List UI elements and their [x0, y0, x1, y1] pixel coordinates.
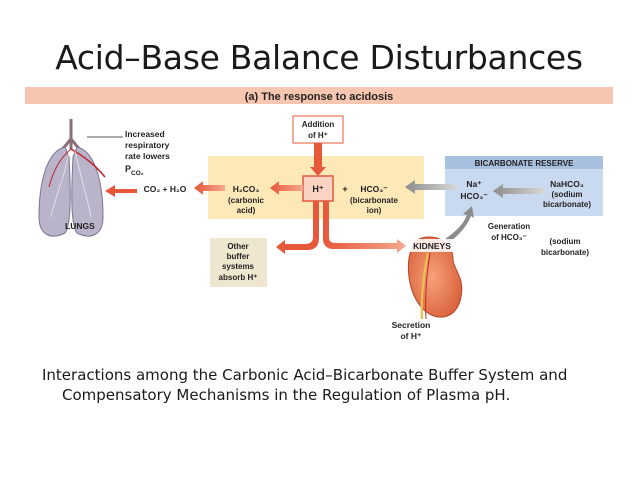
bicarbonate-reserve-title: BICARBONATE RESERVE	[475, 159, 574, 168]
lungs-label: LUNGS	[65, 221, 95, 231]
nahco3-sodium: (sodium	[551, 190, 582, 199]
other-buffers-2: buffer	[227, 252, 250, 261]
lungs-icon	[38, 119, 106, 237]
nahco3-label: NaHCO₃	[550, 179, 584, 189]
h-to-kidneys-arrow	[323, 201, 406, 253]
caption-line1: Interactions among the Carbonic Acid–Bic…	[42, 366, 568, 384]
slide-title: Acid–Base Balance Disturbances	[55, 38, 583, 77]
co2-h2o-label: CO₂ + H₂O	[144, 184, 187, 194]
other-buffers-3: systems	[222, 262, 255, 271]
reserve-to-hco3-arrow	[405, 180, 457, 194]
pco2-p: P	[125, 164, 131, 174]
lungs-note-2: respiratory	[125, 140, 170, 150]
addition-line2: of H⁺	[308, 131, 328, 140]
panel-title: (a) The response to acidosis	[245, 91, 394, 103]
generation-line2: of HCO₃⁻	[491, 233, 526, 242]
lungs-note-3: rate lowers	[125, 151, 170, 161]
other-buffers-1: Other	[227, 242, 248, 251]
kidneys-to-reserve-arrow	[445, 206, 474, 243]
generation-line1: Generation	[488, 222, 530, 231]
secretion-line1: Secretion	[392, 320, 431, 330]
h2co3-line1: H₂CO₃	[233, 184, 260, 194]
bicarbonate-reserve-header	[445, 156, 603, 169]
addition-line1: Addition	[302, 120, 335, 129]
kidneys-label: KIDNEYS	[413, 241, 451, 251]
sodium-bicarb-2: bicarbonate)	[541, 248, 589, 257]
h2co3-to-co2-arrow	[194, 181, 225, 195]
other-buffers-box	[210, 238, 267, 287]
h2co3-line3: acid)	[237, 206, 256, 215]
addition-arrow	[310, 143, 326, 176]
slide-caption: Interactions among the Carbonic Acid–Bic…	[42, 365, 602, 405]
co2-to-lungs-arrow	[105, 185, 137, 197]
lungs-note-1: Increased	[125, 129, 165, 139]
hco3-line3: ion)	[367, 206, 382, 215]
acidosis-diagram: (a) The response to acidosis BICARBONATE…	[25, 87, 613, 343]
pco2-sub: CO₂	[131, 170, 144, 177]
sodium-bicarb-1: (sodium	[549, 237, 580, 246]
plus-sign: +	[342, 184, 347, 194]
kidneys-label-bg	[408, 239, 456, 252]
h-plus-label: H⁺	[312, 184, 323, 194]
reserve-gray-arrow	[493, 184, 545, 198]
secretion-line2: of H⁺	[400, 331, 422, 341]
hco3-line2: (bicarbonate	[350, 196, 399, 205]
hco3-line1: HCO₃⁻	[360, 184, 388, 194]
bicarbonate-reserve-box	[445, 156, 603, 216]
kidney-icon	[407, 236, 463, 320]
h-to-h2co3-arrow	[270, 181, 303, 195]
panel-header-band	[25, 87, 613, 104]
other-buffers-4: absorb H⁺	[219, 273, 258, 282]
reserve-hco3-label: HCO₃⁻	[460, 191, 488, 201]
lungs-note-pco2: PCO₂	[125, 164, 144, 177]
h-to-other-buffers-arrow	[276, 201, 319, 254]
h2co3-line2: (carbonic	[228, 196, 265, 205]
nahco3-bicarbonate: bicarbonate)	[543, 200, 591, 209]
na-label: Na⁺	[466, 179, 482, 189]
caption-line2: Compensatory Mechanisms in the Regulatio…	[62, 386, 511, 404]
